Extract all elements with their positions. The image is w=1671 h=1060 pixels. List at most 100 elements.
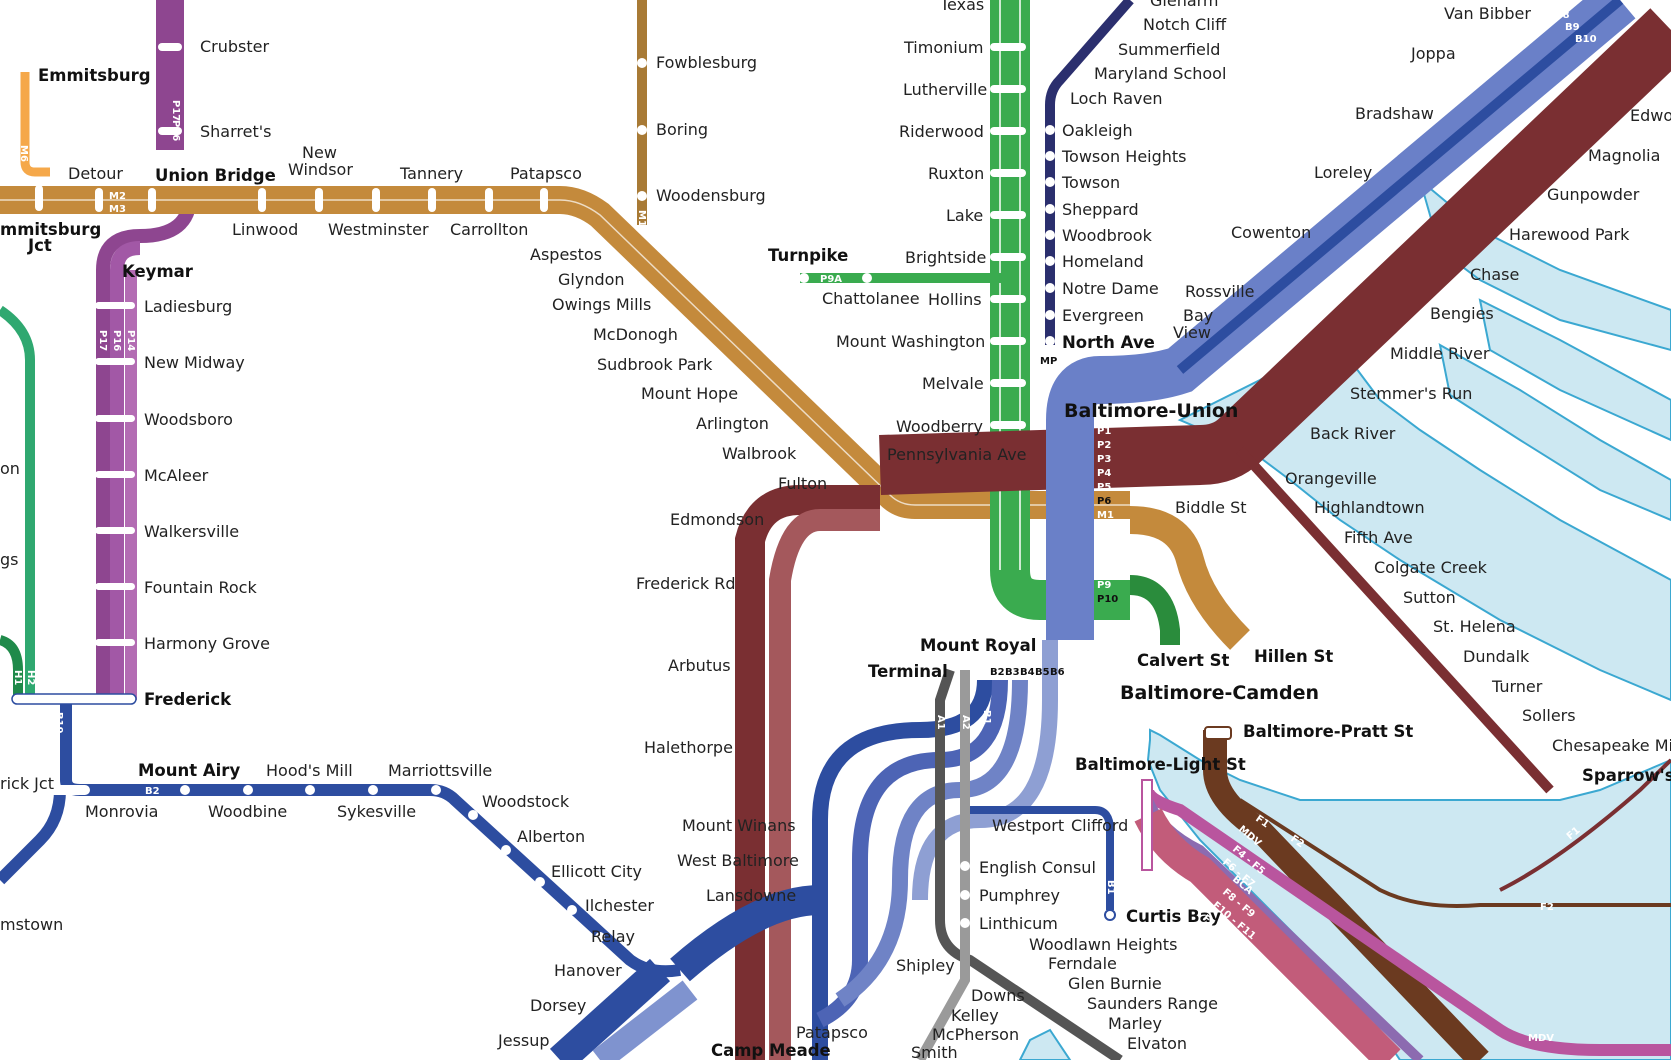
station-walkersville: Walkersville bbox=[144, 522, 239, 541]
station-carrollton: Carrollton bbox=[450, 220, 528, 239]
station-ellicott-city: Ellicott City bbox=[551, 862, 642, 881]
line-a bbox=[915, 668, 1123, 1060]
station-patapsco-s: Patapsco bbox=[796, 1023, 868, 1042]
station-camp-meade: Camp Meade bbox=[711, 1041, 831, 1060]
station-sudbrook-park: Sudbrook Park bbox=[597, 355, 713, 374]
line-label-p5: P5 bbox=[1097, 482, 1111, 493]
station-fountain-rock: Fountain Rock bbox=[144, 578, 257, 597]
line-b-northeast bbox=[1046, 0, 1636, 640]
station-emmitsburg-jct-2: Jct bbox=[27, 236, 52, 255]
station-westport: Westport bbox=[992, 816, 1064, 835]
station-highlandtown: Highlandtown bbox=[1314, 498, 1425, 517]
station-hollins: Hollins bbox=[928, 290, 982, 309]
station-monrovia: Monrovia bbox=[85, 802, 158, 821]
station-hoods-mill: Hood's Mill bbox=[266, 761, 353, 780]
line-label-p3: P3 bbox=[1097, 454, 1111, 465]
line-label-p9a: P9A bbox=[820, 274, 842, 285]
station-st-helena: St. Helena bbox=[1433, 617, 1516, 636]
b-stop-dots bbox=[40, 785, 1116, 942]
station-magnolia: Magnolia bbox=[1588, 146, 1660, 165]
station-lutherville: Lutherville bbox=[903, 80, 987, 99]
station-curtis-bay: Curtis Bay bbox=[1126, 907, 1221, 926]
station-turner: Turner bbox=[1491, 677, 1543, 696]
station-rossville: Rossville bbox=[1185, 282, 1255, 301]
line-b-camden bbox=[549, 640, 1114, 1060]
station-elvaton: Elvaton bbox=[1127, 1034, 1187, 1053]
station-frederick: Frederick bbox=[144, 690, 232, 709]
station-on-partial: on bbox=[0, 459, 20, 478]
line-label-p2: P2 bbox=[1097, 440, 1111, 451]
station-sparrows-p: Sparrow's P bbox=[1582, 766, 1671, 785]
station-notch-cliff: Notch Cliff bbox=[1143, 15, 1227, 34]
station-union-bridge: Union Bridge bbox=[155, 166, 276, 185]
station-pennsylvania-ave: Pennsylvania Ave bbox=[887, 445, 1027, 464]
station-fowblesburg: Fowblesburg bbox=[656, 53, 757, 72]
station-ruxton: Ruxton bbox=[928, 164, 984, 183]
station-fifth-ave: Fifth Ave bbox=[1344, 528, 1413, 547]
station-emmitsburg-jct-1: mmitsburg bbox=[0, 220, 101, 239]
line-label-m2: M2 bbox=[109, 191, 126, 202]
line-label-b6: B6 bbox=[1050, 667, 1065, 678]
station-harmony-grove: Harmony Grove bbox=[144, 634, 270, 653]
station-mcpherson: McPherson bbox=[932, 1025, 1019, 1044]
line-label-a1: A1 bbox=[935, 715, 946, 730]
station-glyndon: Glyndon bbox=[558, 270, 625, 289]
line-label-b8: B8 bbox=[1555, 10, 1570, 21]
line-label-p17-south: P17 bbox=[97, 330, 108, 351]
station-saunders-range: Saunders Range bbox=[1087, 994, 1218, 1013]
station-edwo: Edwo bbox=[1630, 106, 1671, 125]
station-woodstock: Woodstock bbox=[482, 792, 570, 811]
line-label-m2-union: M2 bbox=[1097, 524, 1114, 535]
station-chattolanee: Chattolanee bbox=[822, 289, 920, 308]
station-woodbrook: Woodbrook bbox=[1062, 226, 1153, 245]
line-label-b19: B19 bbox=[53, 712, 64, 734]
station-sharrets: Sharret's bbox=[200, 122, 271, 141]
line-label-b10: B10 bbox=[1575, 34, 1597, 45]
line-label-p4: P4 bbox=[1097, 468, 1111, 479]
station-edmondson: Edmondson bbox=[670, 510, 764, 529]
station-fulton: Fulton bbox=[778, 474, 827, 493]
station-oakleigh: Oakleigh bbox=[1062, 121, 1133, 140]
station-linwood: Linwood bbox=[232, 220, 298, 239]
station-pumphrey: Pumphrey bbox=[979, 886, 1060, 905]
station-halethorpe: Halethorpe bbox=[644, 738, 733, 757]
station-english-consul: English Consul bbox=[979, 858, 1096, 877]
station-mount-winans: Mount Winans bbox=[682, 816, 796, 835]
line-m6: M6 bbox=[18, 72, 50, 177]
station-linthicum: Linthicum bbox=[979, 914, 1058, 933]
station-lansdowne: Lansdowne bbox=[706, 886, 796, 905]
station-back-river: Back River bbox=[1310, 424, 1396, 443]
station-terminal: Terminal bbox=[868, 662, 948, 681]
station-woodberry: Woodberry bbox=[896, 417, 983, 436]
station-new-midway: New Midway bbox=[144, 353, 245, 372]
line-label-b3: B3 bbox=[1005, 667, 1020, 678]
station-clifford: Clifford bbox=[1071, 816, 1128, 835]
line-label-p17: P17 bbox=[170, 100, 181, 121]
station-woodbine: Woodbine bbox=[208, 802, 287, 821]
line-m-brown bbox=[0, 0, 1251, 650]
station-westminster: Westminster bbox=[328, 220, 429, 239]
station-new-windsor-2: Windsor bbox=[288, 160, 353, 179]
station-orangeville: Orangeville bbox=[1285, 469, 1377, 488]
station-chase: Chase bbox=[1470, 265, 1519, 284]
station-riderwood: Riderwood bbox=[899, 122, 984, 141]
pratt-st-block bbox=[1141, 726, 1232, 871]
station-mcdonogh: McDonogh bbox=[593, 325, 678, 344]
station-boring: Boring bbox=[656, 120, 708, 139]
station-downs: Downs bbox=[971, 986, 1025, 1005]
station-chesapeake-mil: Chesapeake Mil bbox=[1552, 736, 1671, 755]
station-bay-view-2: View bbox=[1173, 323, 1211, 342]
line-label-p6: P6 bbox=[1097, 496, 1111, 507]
line-label-p1: P1 bbox=[1097, 426, 1111, 437]
station-stemmers-run: Stemmer's Run bbox=[1350, 384, 1472, 403]
station-tannery: Tannery bbox=[399, 164, 463, 183]
station-melvale: Melvale bbox=[922, 374, 984, 393]
line-label-m3: M3 bbox=[109, 204, 126, 215]
station-mount-royal: Mount Royal bbox=[920, 636, 1036, 655]
station-towson: Towson bbox=[1061, 173, 1120, 192]
station-loreley: Loreley bbox=[1314, 163, 1372, 182]
line-h bbox=[0, 305, 35, 700]
line-label-p7: P7 bbox=[1097, 552, 1111, 563]
